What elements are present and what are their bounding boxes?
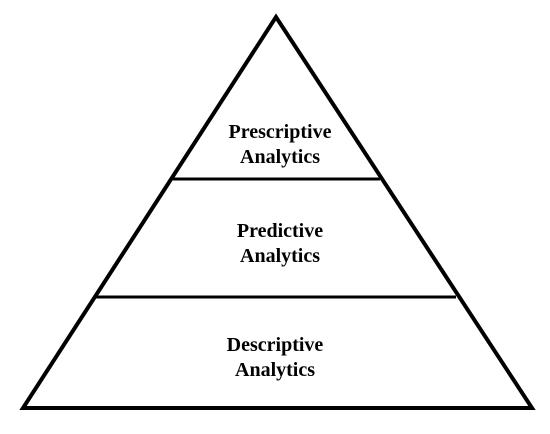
- tier-label-line: Descriptive: [226, 334, 324, 356]
- pyramid-outline: [19, 13, 536, 410]
- tier-label-line: Prescriptive: [228, 121, 332, 143]
- tier-label-line: Analytics: [240, 146, 320, 168]
- tier-label-line: Analytics: [235, 359, 315, 381]
- tier-label-line: Predictive: [236, 220, 324, 242]
- tier-label-predictive: Predictive Analytics: [170, 219, 390, 269]
- tier-label-line: Analytics: [240, 245, 320, 267]
- tier-label-prescriptive: Prescriptive Analytics: [170, 120, 390, 170]
- tier-label-descriptive: Descriptive Analytics: [165, 333, 385, 383]
